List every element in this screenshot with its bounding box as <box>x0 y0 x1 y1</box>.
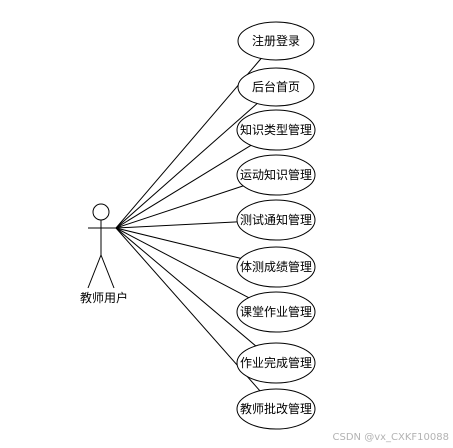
use-case-ellipse[interactable] <box>236 199 316 241</box>
actor-label: 教师用户 <box>80 290 128 305</box>
use-case-dashboard[interactable]: 后台首页 <box>237 67 315 107</box>
actor-left-leg <box>87 254 102 289</box>
use-case-ellipse[interactable] <box>236 109 316 151</box>
actor-head <box>92 203 110 221</box>
association-line <box>115 144 252 229</box>
use-case-teacher-grading-management[interactable]: 教师批改管理 <box>236 388 316 430</box>
use-case-label: 注册登录 <box>252 33 300 48</box>
association-line <box>115 227 261 392</box>
use-case-label: 课堂作业管理 <box>240 304 312 319</box>
use-case-fitness-score-management[interactable]: 体测成绩管理 <box>236 246 316 288</box>
association-line <box>115 227 249 299</box>
use-case-ellipse[interactable] <box>236 154 316 196</box>
use-case-label: 后台首页 <box>252 79 300 94</box>
use-case-label: 作业完成管理 <box>240 355 312 370</box>
association-line <box>115 227 241 259</box>
use-case-ellipse[interactable] <box>236 388 316 430</box>
use-case-label: 体测成绩管理 <box>240 259 312 274</box>
use-case-ellipse[interactable] <box>237 67 315 107</box>
use-case-ellipse[interactable] <box>236 291 316 333</box>
use-case-homework-completion-management[interactable]: 作业完成管理 <box>236 342 316 384</box>
association-line <box>115 185 244 229</box>
use-case-label: 教师批改管理 <box>240 401 312 416</box>
use-case-register-login[interactable]: 注册登录 <box>237 21 315 61</box>
use-case-label: 运动知识管理 <box>240 167 312 182</box>
use-case-class-homework-management[interactable]: 课堂作业管理 <box>236 291 316 333</box>
use-case-ellipse[interactable] <box>236 246 316 288</box>
use-case-test-notice-management[interactable]: 测试通知管理 <box>236 199 316 241</box>
association-line <box>115 58 262 229</box>
use-case-ellipse[interactable] <box>236 342 316 384</box>
association-line <box>115 103 258 229</box>
association-line <box>115 227 257 347</box>
use-case-knowledge-type-management[interactable]: 知识类型管理 <box>236 109 316 151</box>
actor-right-leg <box>100 254 115 289</box>
association-lines <box>115 58 262 392</box>
actor-figure <box>87 203 116 289</box>
use-case-sports-knowledge-management[interactable]: 运动知识管理 <box>236 154 316 196</box>
association-line <box>115 221 238 229</box>
watermark: CSDN @vx_CXKF10088 <box>332 432 449 443</box>
use-case-label: 知识类型管理 <box>240 122 312 137</box>
use-case-label: 测试通知管理 <box>240 212 312 227</box>
use-case-ellipse[interactable] <box>237 21 315 61</box>
